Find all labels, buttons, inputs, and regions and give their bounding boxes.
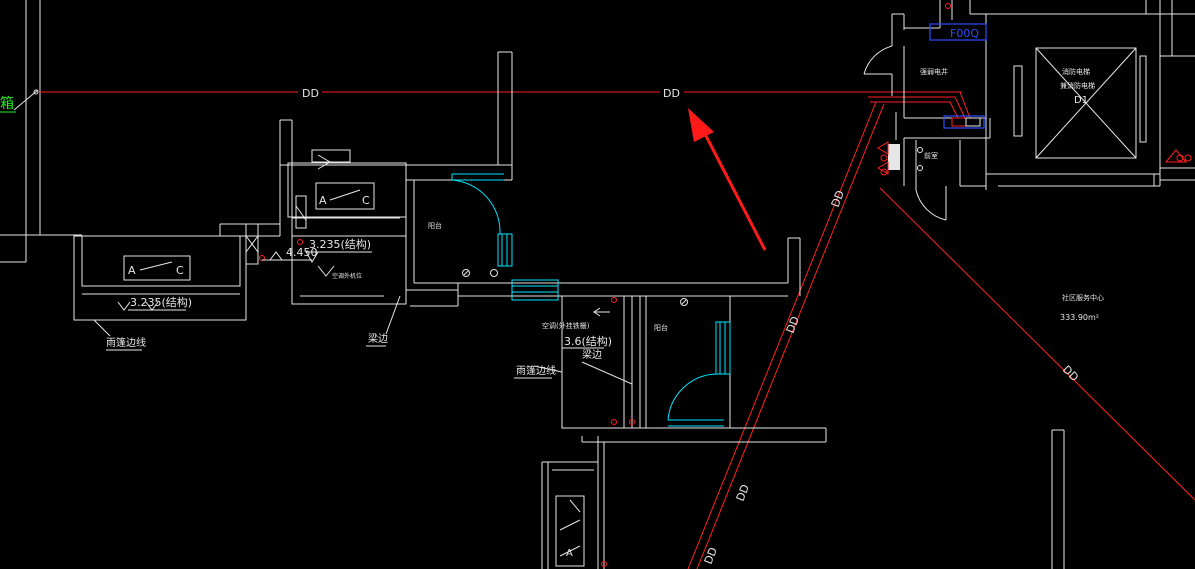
blue-panel-mid xyxy=(943,115,985,129)
green-mark-label: 箱 xyxy=(0,96,14,112)
dd-label-1: DD xyxy=(302,87,319,100)
elevation-label-3: 3.235(结构) xyxy=(130,295,192,309)
dd-diagonals xyxy=(687,101,1195,569)
right-bottom-wall xyxy=(1051,429,1065,569)
ac-mark-4: C xyxy=(176,264,184,277)
shaft-label: 强弱电井 xyxy=(920,67,948,76)
dd-line-top xyxy=(40,91,971,119)
elevation-label-4: 3.6(结构) xyxy=(564,334,612,348)
door-swing-upper xyxy=(451,173,559,301)
green-marker xyxy=(0,89,39,113)
ac-unit-label-2: 空调(外挂铁栅) xyxy=(542,321,590,330)
ac-mark-1: A xyxy=(319,194,327,207)
dd-label-7: DD xyxy=(1060,363,1081,384)
beam-edge-label-2: 梁边 xyxy=(582,348,602,361)
ac-mark-3: A xyxy=(128,264,136,277)
beam-edge-label-1: 梁边 xyxy=(368,332,388,345)
anteroom-label: 前室 xyxy=(924,151,938,160)
canopy-edge-label-1: 雨篷边线 xyxy=(106,336,146,349)
ac-unit-label-1: 空调外机位 xyxy=(332,272,362,280)
blue-code-label: F00Q xyxy=(950,27,979,40)
room-area-label: 333.90m² xyxy=(1060,313,1099,322)
dd-label-4: DD xyxy=(784,315,802,336)
ac-mark-5: A xyxy=(566,548,573,559)
room-name-label: 社区服务中心 xyxy=(1062,293,1104,302)
balcony-label-2: 阳台 xyxy=(654,323,668,332)
left-walls xyxy=(0,0,82,263)
elevation-label-2: 4.450 xyxy=(286,246,318,259)
balcony-label-1: 阳台 xyxy=(428,221,442,230)
ac-mark-2: C xyxy=(362,194,370,207)
right-core xyxy=(863,0,1195,221)
elevation-label-1: 3.235(结构) xyxy=(309,237,371,251)
dd-label-5: DD xyxy=(734,483,752,504)
dd-label-6: DD xyxy=(702,546,720,567)
balcony-room-lower xyxy=(533,295,827,443)
elevator-label-2: 兼消防电梯 xyxy=(1060,81,1095,90)
dd-label-3: DD xyxy=(829,189,847,210)
ac-box-left xyxy=(73,223,280,321)
blue-panel-top xyxy=(929,3,987,41)
elevator-label-1: 消防电梯 xyxy=(1062,67,1090,76)
dd-label-2: DD xyxy=(663,87,680,100)
canopy-edge-label-2: 雨篷边线 xyxy=(516,364,556,377)
column-cluster xyxy=(245,195,407,305)
red-arrow-icon xyxy=(688,108,767,251)
door-swing-lower xyxy=(667,321,731,427)
ac-box-upper xyxy=(287,149,407,219)
bottom-shaft xyxy=(541,436,607,569)
elevator-id-label: D1 xyxy=(1074,95,1088,106)
